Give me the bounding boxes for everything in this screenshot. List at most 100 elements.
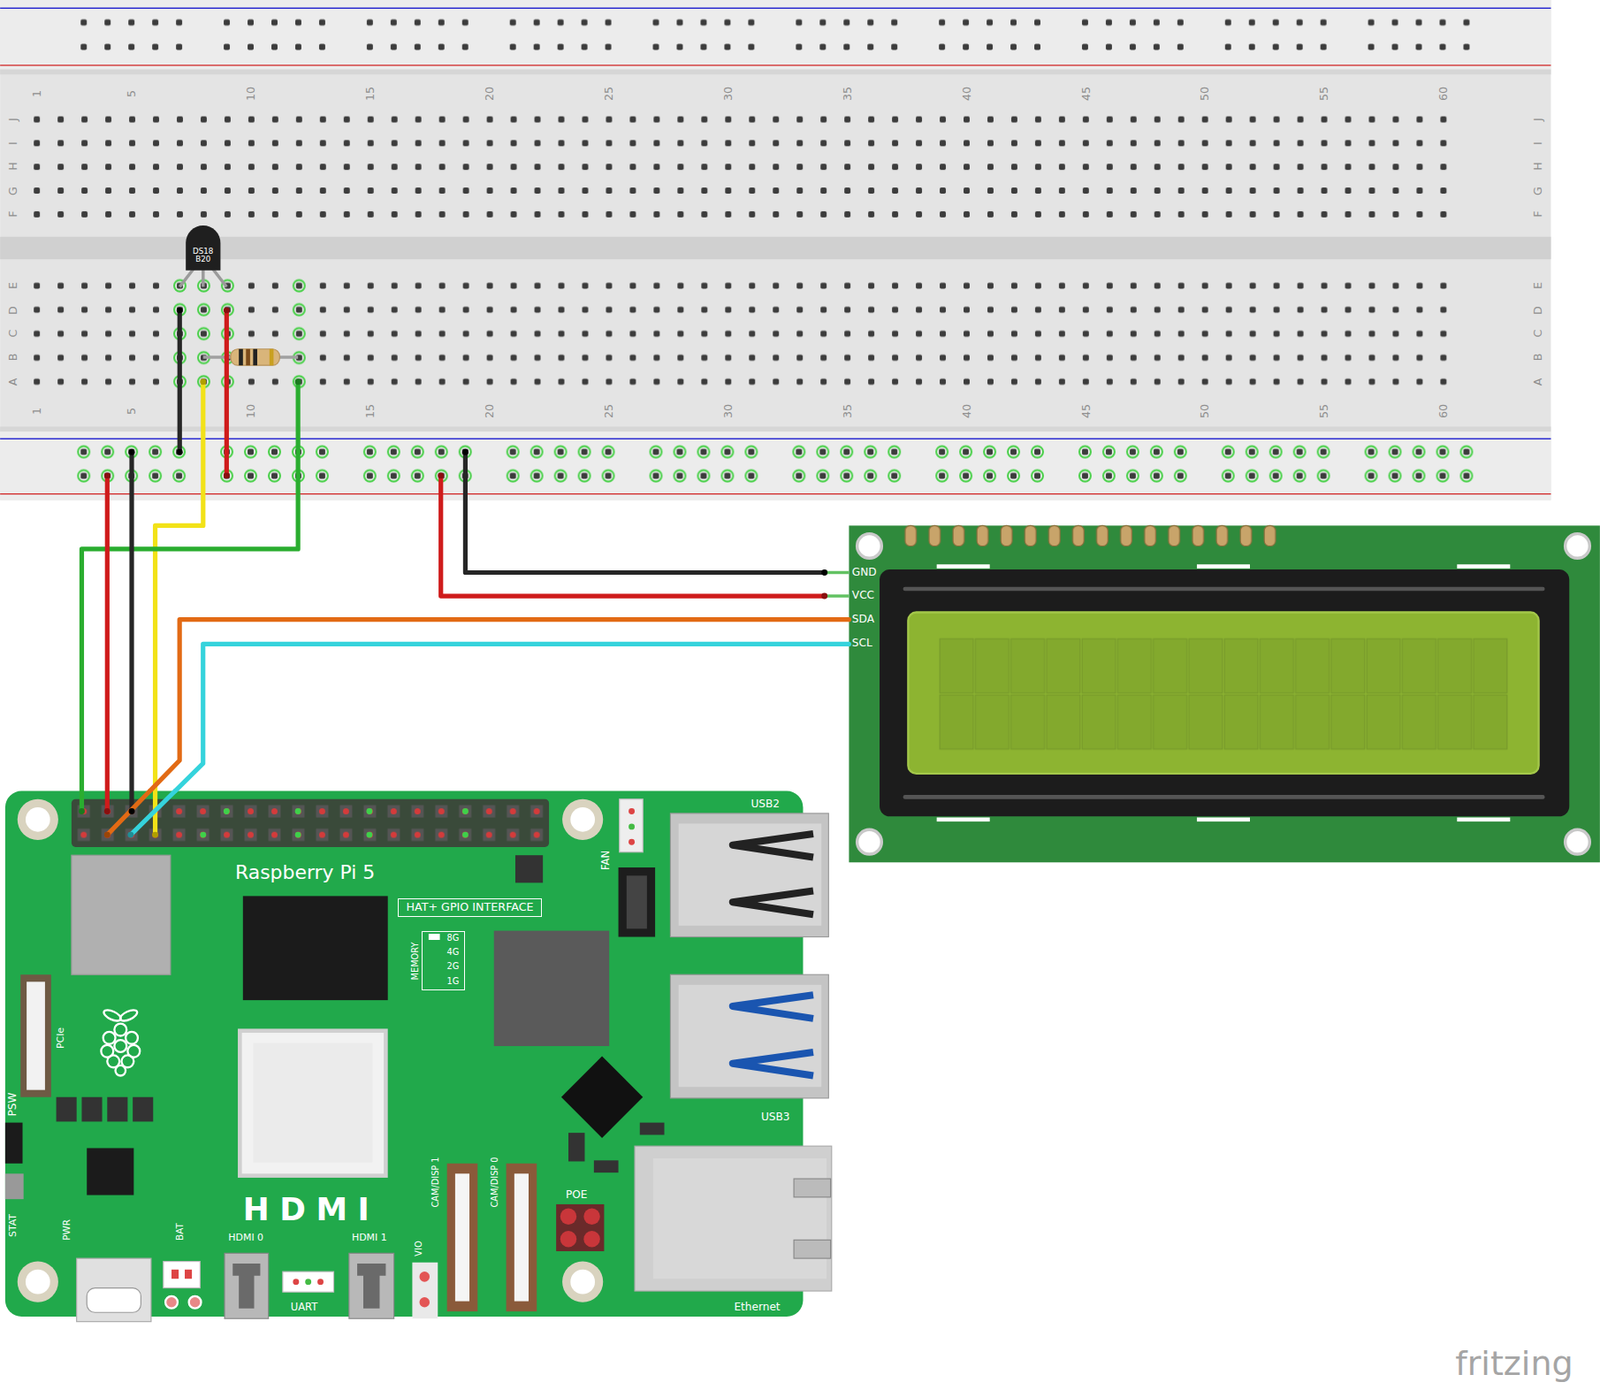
pin-name: SDA xyxy=(852,613,875,625)
lcd-module-art-part xyxy=(937,817,991,823)
wire-ends-part xyxy=(176,449,183,456)
jumper-wires-part xyxy=(224,310,229,476)
jumper-wires-part xyxy=(130,790,176,835)
wire-ends-part xyxy=(127,831,134,839)
raspberry-pi-art-part xyxy=(732,994,814,1019)
raspberry-pi-art-part xyxy=(81,1097,102,1122)
column-number: 40 xyxy=(960,86,974,101)
pin-name: SCL xyxy=(852,638,873,650)
silkscreen-label: Ethernet xyxy=(733,1301,780,1313)
silkscreen-label: USB3 xyxy=(761,1111,791,1123)
wire-ends-part xyxy=(821,569,828,576)
column-number: 15 xyxy=(364,403,377,419)
wire-ends xyxy=(78,306,828,838)
column-number: 20 xyxy=(483,86,496,101)
temperature-sensor-part xyxy=(212,268,227,288)
jumper-wires-part xyxy=(129,451,134,811)
breadboard-part xyxy=(24,107,1456,227)
silkscreen-label: BAT xyxy=(175,1222,186,1241)
column-number: 10 xyxy=(244,86,258,101)
raspberry-pi-art-part xyxy=(653,1158,827,1279)
lcd-module: GNDVCCSDASCL xyxy=(848,525,1600,862)
silkscreen-label: UART xyxy=(290,1300,319,1312)
jumper-wires-part xyxy=(106,790,150,835)
raspberry-pi-art-part xyxy=(447,1163,479,1311)
raspberry-pi-art-part xyxy=(556,1203,604,1251)
breadboard-part xyxy=(0,68,1551,75)
jumper-wires-part xyxy=(155,381,204,835)
wire-ends-part xyxy=(152,831,159,839)
jumper-wires-part xyxy=(177,310,183,452)
raspberry-pi-art-part xyxy=(678,822,823,925)
silkscreen-label: STAT xyxy=(7,1213,19,1237)
row-letter: E xyxy=(7,281,20,290)
lcd-module-art-part xyxy=(905,794,1543,800)
breadboard-part xyxy=(24,274,1456,395)
row-letter: B xyxy=(7,353,20,362)
lcd-module-art-part xyxy=(824,571,850,574)
silkscreen-label: CAM/DISP 1 xyxy=(431,1156,442,1207)
lcd-module-art-part xyxy=(907,612,1539,774)
silkscreen-label: HDMI 1 xyxy=(351,1232,388,1243)
silkscreen-label: USB2 xyxy=(750,798,780,810)
watermark: fritzing xyxy=(1455,1345,1573,1383)
raspberry-pi-art-part xyxy=(732,833,814,858)
row-letter: C xyxy=(1531,329,1545,338)
raspberry-pi-art-part xyxy=(628,838,635,846)
raspberry-pi-art-part xyxy=(428,933,441,940)
wire-ends-part xyxy=(104,807,111,815)
raspberry-pi-art-part xyxy=(561,1056,643,1138)
breadboard-part xyxy=(0,7,1551,9)
row-letter: G xyxy=(1531,186,1545,196)
breadboard-part xyxy=(287,274,312,395)
lcd-module-art-part xyxy=(937,563,991,569)
hdmi-logo: HDMI xyxy=(243,1191,381,1227)
raspberry-pi-art-part xyxy=(515,854,543,883)
wire-ends-part xyxy=(176,306,183,313)
resistor-symbol-part xyxy=(245,349,251,366)
raspberry-pi-art-part xyxy=(239,1030,386,1176)
row-letter: D xyxy=(7,305,20,315)
raspberry-pi-art-part xyxy=(5,1122,23,1164)
breadboard-part xyxy=(71,439,1502,488)
raspberry-pi-art-part xyxy=(583,1230,600,1247)
raspberry-pi-art-part xyxy=(462,807,469,815)
raspberry-pi-art-part xyxy=(494,930,610,1046)
raspberry-pi-art-part xyxy=(626,875,648,929)
resistor-symbol-part xyxy=(252,349,258,366)
wire-ends-part xyxy=(295,378,302,385)
memory-box: MEMORY8G4G2G1G xyxy=(421,930,466,991)
lcd-module-art-part xyxy=(1565,533,1591,559)
raspberry-pi-art xyxy=(5,790,832,1321)
column-number: 20 xyxy=(483,403,496,419)
silkscreen-label: PCIe xyxy=(55,1027,67,1049)
raspberry-pi-art-part xyxy=(594,1159,619,1173)
column-number: 40 xyxy=(960,403,974,419)
wire-ends-part xyxy=(104,831,111,839)
raspberry-pi-art-part xyxy=(25,1269,51,1295)
memory-size: 1G xyxy=(446,976,459,987)
lcd-module-art-part xyxy=(938,637,1509,750)
row-letter: A xyxy=(7,377,20,386)
raspberry-logo-part xyxy=(103,1031,116,1044)
breadboard-part xyxy=(0,236,1551,260)
box-label: HAT+ GPIO INTERFACE xyxy=(405,900,534,914)
wire-ends-part xyxy=(223,306,230,313)
raspberry-pi-board: HAT+ GPIO INTERFACEMEMORY8G4G2G1GRaspber… xyxy=(5,791,804,1317)
raspberry-pi-art-part xyxy=(163,1261,201,1288)
row-letter: B xyxy=(1531,353,1545,362)
raspberry-pi-art-part xyxy=(132,1097,153,1122)
temperature-sensor-part xyxy=(185,225,221,271)
raspberry-pi-art-part xyxy=(189,1295,202,1309)
lcd-module-art-part xyxy=(1196,817,1250,823)
raspberry-pi-art-part xyxy=(411,1262,438,1319)
breadboard xyxy=(0,0,1551,501)
raspberry-pi-art-part xyxy=(76,1257,152,1322)
wire-ends-part xyxy=(104,472,111,479)
column-number: 45 xyxy=(1080,86,1093,101)
raspberry-pi-art-part xyxy=(295,831,302,839)
raspberry-pi-art-part xyxy=(295,807,302,815)
lcd-module-art-part xyxy=(848,525,1600,862)
